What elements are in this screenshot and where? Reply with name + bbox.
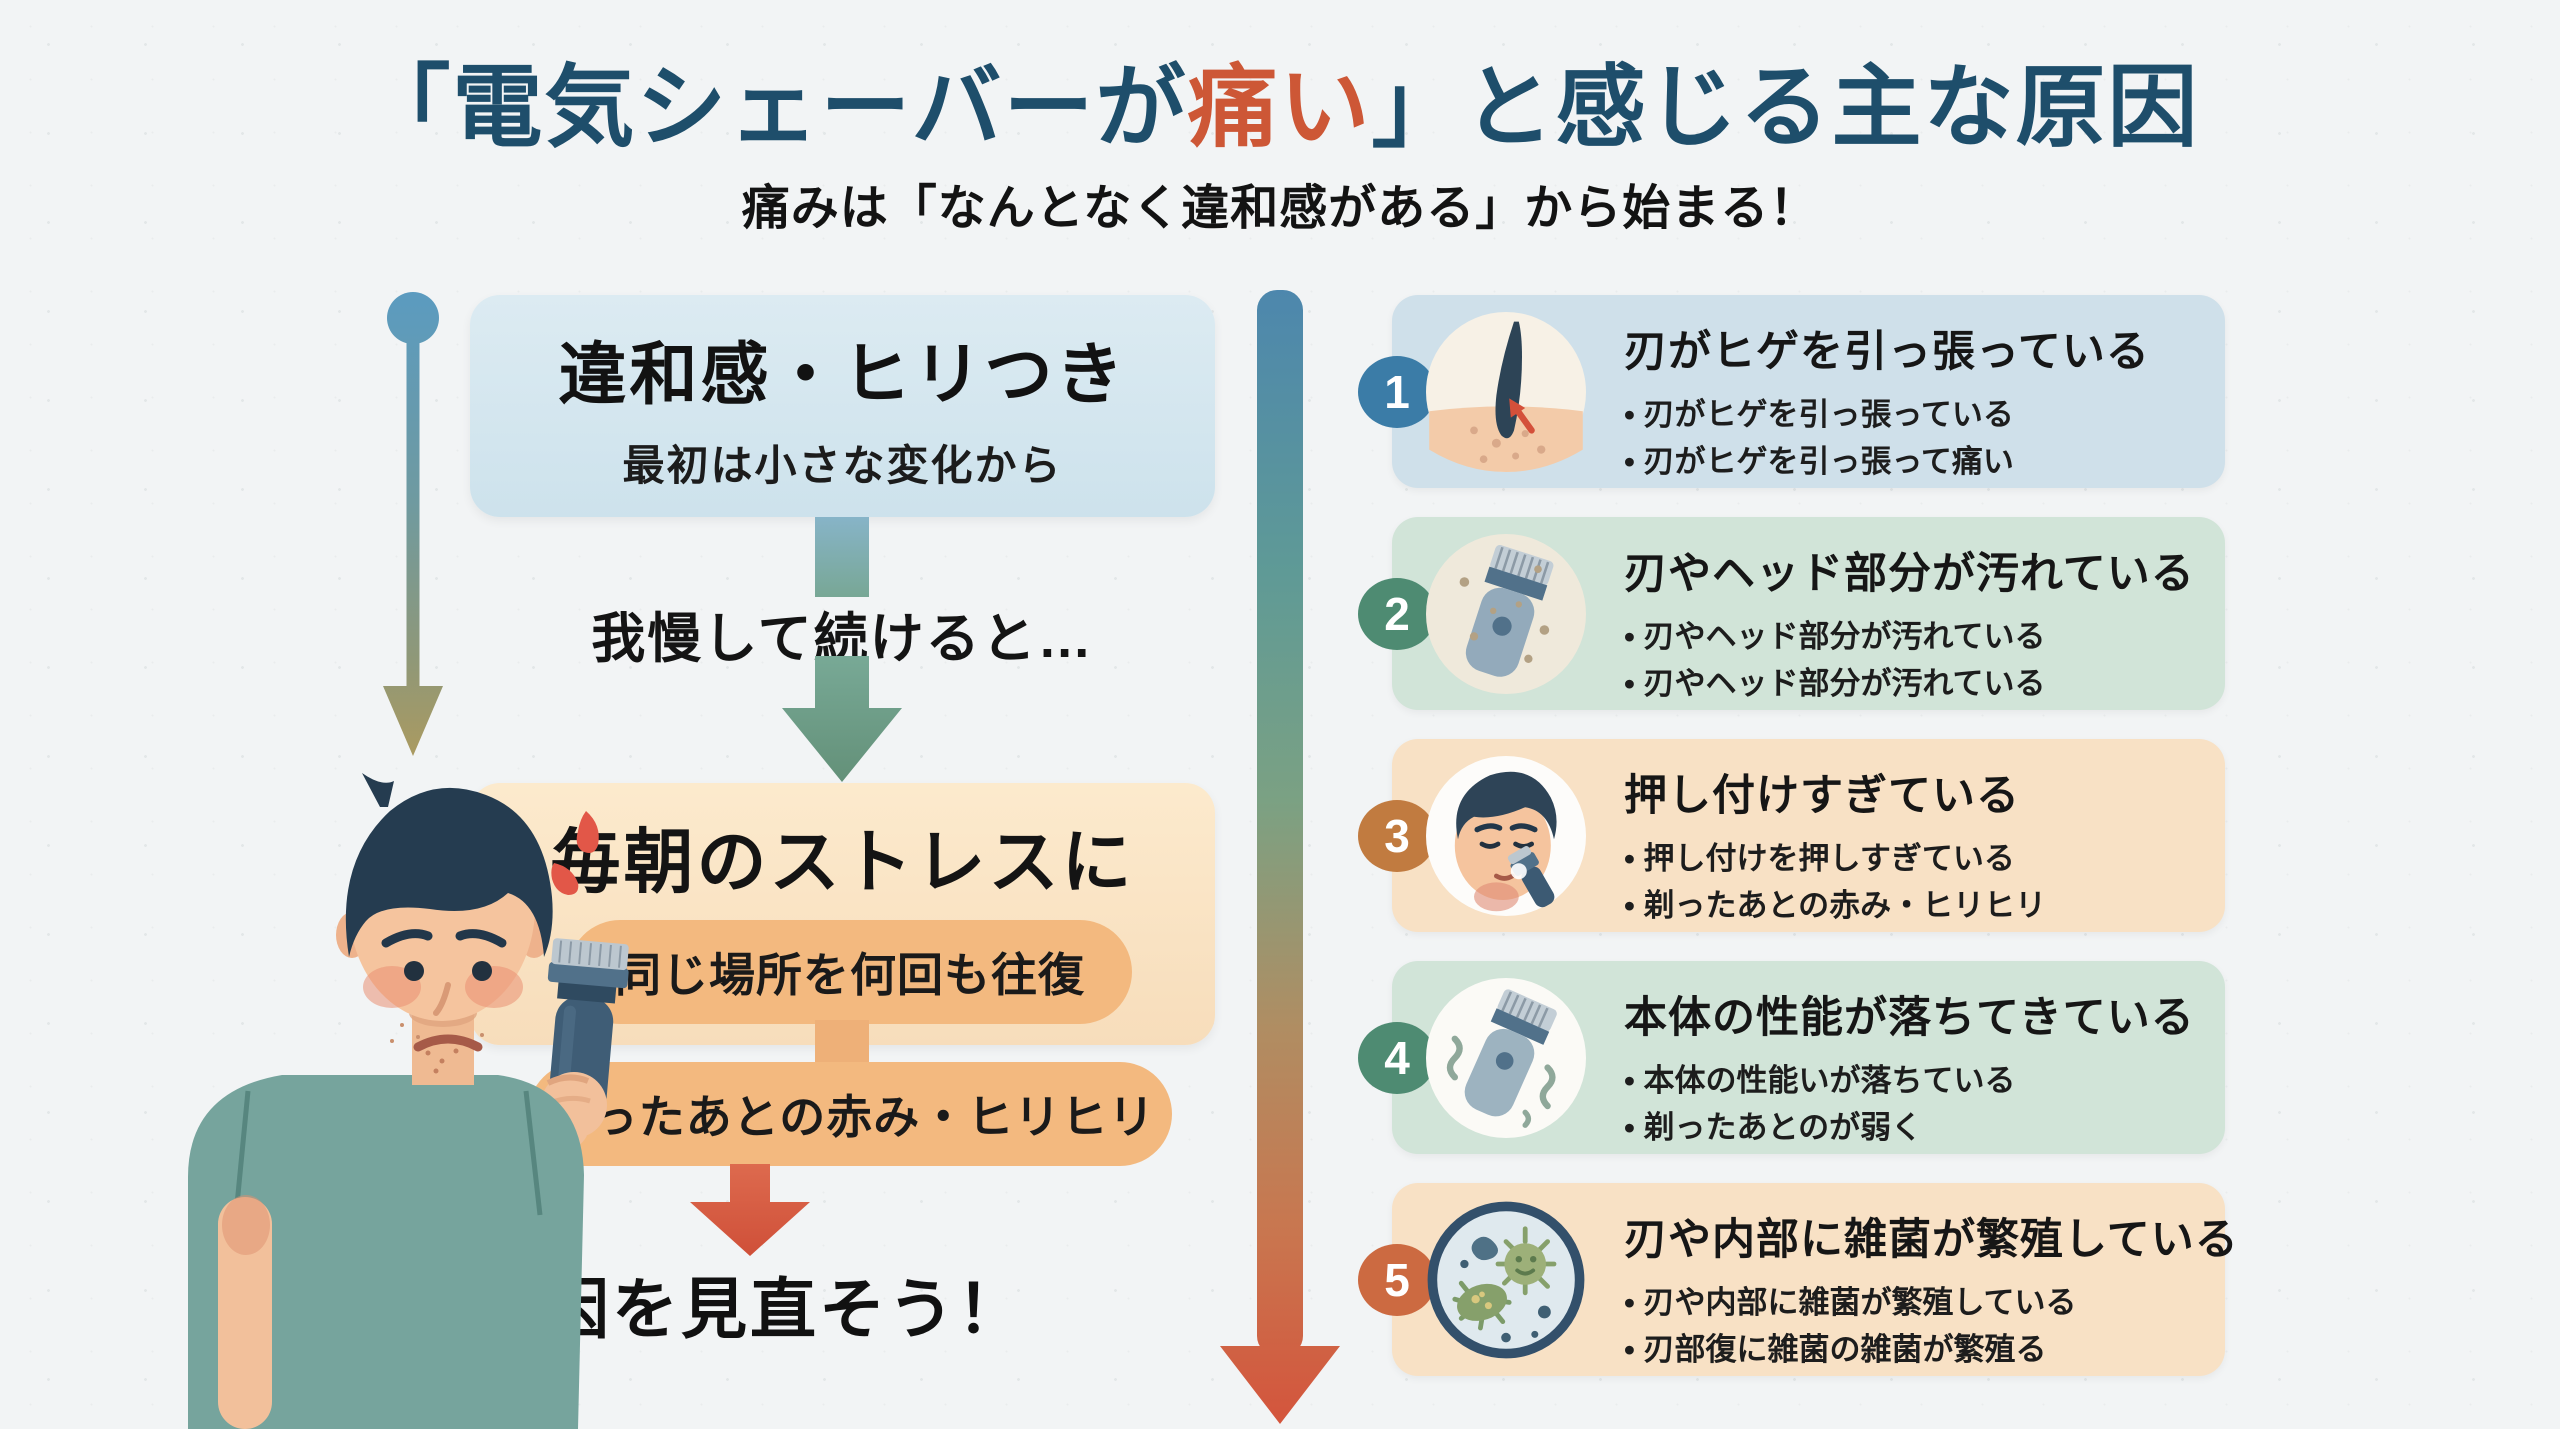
card-text: 刃やヘッド部分が汚れている 刃やヘッド部分が汚れている 刃やヘッド部分が汚れてい… — [1624, 539, 2211, 707]
pill-connector — [815, 1020, 869, 1066]
stage2-pill-1: 同じ場所を何回も往復 — [568, 920, 1132, 1024]
dirty-shaver-icon — [1426, 533, 1586, 694]
germs-icon — [1426, 1200, 1586, 1360]
bullet-item: 剃ったあとの赤み・ヒリヒリ — [1624, 882, 2211, 929]
cause-card-3: 3 — [1358, 739, 2225, 932]
bullet-item: 刃がヒゲを引っ張っている — [1624, 391, 2211, 438]
cause-bullets: 刃やヘッド部分が汚れている 刃やヘッド部分が汚れている — [1624, 613, 2211, 707]
card-text: 本体の性能が落ちてきている 本体の性能いが落ちている 剃ったあとのが弱く — [1624, 983, 2211, 1151]
card-text: 押し付けすぎている 押し付けを押しすぎている 剃ったあとの赤み・ヒリヒリ — [1624, 761, 2211, 929]
bullet-item: 刃やヘッド部分が汚れている — [1624, 660, 2211, 707]
cause-card-1: 1 刃がヒゲを引っ張っている 刃がヒゲを引っ張っている 刃がヒゲを引っ張 — [1358, 295, 2225, 488]
cause-bullets: 本体の性能いが落ちている 剃ったあとのが弱く — [1624, 1057, 2211, 1151]
page-title: 「電気シェーバーが痛い」と感じる主な原因 — [0, 34, 2560, 164]
card-text: 刃や内部に雑菌が繁殖している 刃や内部に雑菌が繁殖している 刃部復に雑菌の雑菌が… — [1624, 1205, 2239, 1373]
weak-shaver-icon — [1426, 977, 1586, 1138]
cause-title: 押し付けすぎている — [1624, 772, 2020, 820]
stress-marks-icon — [551, 811, 599, 895]
cause-card-4: 4 — [1358, 961, 2225, 1154]
title-highlight: 痛い — [1187, 58, 1372, 158]
cause-card-5: 5 — [1358, 1183, 2239, 1376]
number-badge: 1 — [1358, 355, 1436, 428]
cause-title: 刃がヒゲを引っ張っている — [1624, 328, 2150, 376]
number-badge: 3 — [1358, 799, 1436, 872]
stage1-box: 違和感・ヒリつき 最初は小さな変化から — [470, 295, 1215, 517]
cause-title: 本体の性能が落ちてきている — [1624, 994, 2195, 1042]
bullet-item: 刃部復に雑菌の雑菌が繁殖る — [1624, 1326, 2211, 1373]
number-badge: 2 — [1358, 577, 1436, 650]
conclusion-arrow-icon — [690, 1164, 810, 1256]
cause-bullets: 押し付けを押しすぎている 剃ったあとの赤み・ヒリヒリ — [1624, 835, 2211, 929]
bullet-item: 刃や内部に雑菌が繁殖している — [1624, 1279, 2211, 1326]
bullet-item: 刃やヘッド部分が汚れている — [1624, 613, 2211, 660]
cause-bullets: 刃や内部に雑菌が繁殖している 刃部復に雑菌の雑菌が繁殖る — [1624, 1279, 2211, 1373]
stage2-pill-2: 剃ったあとの赤み・ヒリヒリ — [528, 1062, 1172, 1166]
bullet-item: 剃ったあとのが弱く — [1624, 1104, 2211, 1151]
stage1-heading: 違和感・ヒリつき — [558, 337, 1127, 413]
bullet-item: 押し付けを押しすぎている — [1624, 835, 2211, 882]
man-illustration — [188, 773, 629, 1429]
card-text: 刃がヒゲを引っ張っている 刃がヒゲを引っ張っている 刃がヒゲを引っ張って痛い — [1624, 317, 2211, 485]
title-pre: 「電気シェーバーが — [360, 58, 1188, 158]
causes-list: 1 刃がヒゲを引っ張っている 刃がヒゲを引っ張っている 刃がヒゲを引っ張 — [1358, 295, 2239, 1405]
title-post: 」と感じる主な原因 — [1371, 58, 2200, 158]
cause-title: 刃や内部に雑菌が繁殖している — [1624, 1216, 2239, 1264]
page-subtitle: 痛みは「なんとなく違和感がある」から始まる！ — [741, 182, 1819, 235]
hair-follicle-icon — [1426, 311, 1586, 472]
bullet-item: 刃がヒゲを引っ張って痛い — [1624, 438, 2211, 485]
flow-arrow-down-icon — [782, 656, 902, 782]
flow-connector — [815, 517, 869, 597]
stage2-heading: 毎朝のストレスに — [550, 823, 1135, 901]
timeline-arrow-icon — [1220, 290, 1340, 1424]
shaving-face-icon — [1426, 755, 1586, 916]
cause-bullets: 刃がヒゲを引っ張っている 刃がヒゲを引っ張って痛い — [1624, 391, 2211, 485]
number-badge: 5 — [1358, 1243, 1436, 1316]
number-badge: 4 — [1358, 1021, 1436, 1094]
bullet-item: 本体の性能いが落ちている — [1624, 1057, 2211, 1104]
rail-arrow-icon — [383, 292, 443, 756]
cause-title: 刃やヘッド部分が汚れている — [1624, 550, 2195, 598]
cause-card-2: 2 — [1358, 517, 2225, 710]
stage1-subheading: 最初は小さな変化から — [622, 442, 1063, 489]
